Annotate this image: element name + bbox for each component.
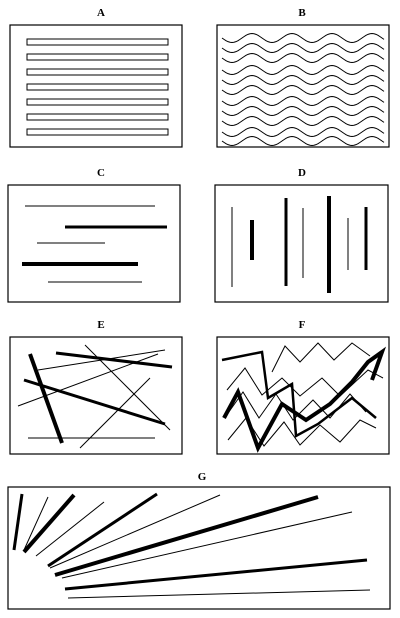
- panel-g-line: [12, 493, 24, 551]
- panel-c-frame: [7, 184, 181, 303]
- panel-c: [7, 184, 181, 303]
- panel-e-line: [84, 344, 171, 431]
- panel-b-wave: [221, 52, 385, 64]
- panel-b-wave: [221, 84, 385, 96]
- panel-d: [214, 184, 389, 303]
- panel-g-line: [67, 589, 371, 599]
- panel-a-frame: [9, 24, 183, 148]
- panel-b-wave: [221, 64, 385, 76]
- panel-b-wave: [221, 95, 385, 107]
- panel-g-line: [47, 492, 158, 568]
- panel-a-bars: [26, 38, 169, 136]
- panel-e-line: [28, 353, 64, 444]
- panel-b-waves: [221, 32, 385, 147]
- panel-g-line: [35, 501, 105, 557]
- panel-label-a: A: [97, 7, 105, 19]
- panel-a: [9, 24, 183, 148]
- panel-f: [216, 336, 390, 455]
- panel-label-e: E: [97, 319, 105, 331]
- panel-b-frame: [216, 24, 390, 148]
- panel-f-zigzag: [226, 367, 384, 397]
- panel-b-wave: [221, 42, 385, 54]
- panel-label-c: C: [97, 167, 105, 179]
- panel-g-line: [23, 496, 49, 551]
- panel-e-line: [17, 353, 159, 407]
- panel-e-line: [55, 351, 173, 369]
- panel-g-line: [64, 558, 368, 591]
- panel-b-wave: [221, 105, 385, 117]
- panel-e-line: [79, 377, 151, 449]
- panel-label-f: F: [298, 319, 306, 331]
- panel-b-wave: [221, 126, 385, 138]
- panel-f-zigzag-bold: [222, 346, 387, 453]
- panel-b-wave: [221, 135, 385, 147]
- panel-g-line: [54, 495, 319, 577]
- panel-label-d: D: [298, 167, 306, 179]
- panel-g-line: [22, 493, 76, 554]
- panel-g-line: [49, 494, 221, 569]
- panel-f-zigzag: [225, 391, 367, 421]
- panel-b: [216, 24, 390, 148]
- panel-d-frame: [214, 184, 389, 303]
- panel-g: [7, 486, 391, 610]
- panel-b-wave: [221, 32, 385, 44]
- panel-e-line: [23, 378, 166, 426]
- panel-f-zigzag: [271, 342, 371, 373]
- panel-label-b: B: [298, 7, 306, 19]
- panel-e: [9, 336, 183, 455]
- panel-e-frame: [9, 336, 183, 455]
- panel-b-wave: [221, 115, 385, 127]
- panel-label-g: G: [197, 471, 207, 483]
- panel-b-wave: [221, 74, 385, 86]
- panel-g-line: [61, 511, 353, 579]
- panel-e-line: [37, 349, 166, 371]
- panel-f-zigzag-bold: [221, 350, 377, 439]
- panel-f-frame: [216, 336, 390, 455]
- panel-g-frame: [7, 486, 391, 610]
